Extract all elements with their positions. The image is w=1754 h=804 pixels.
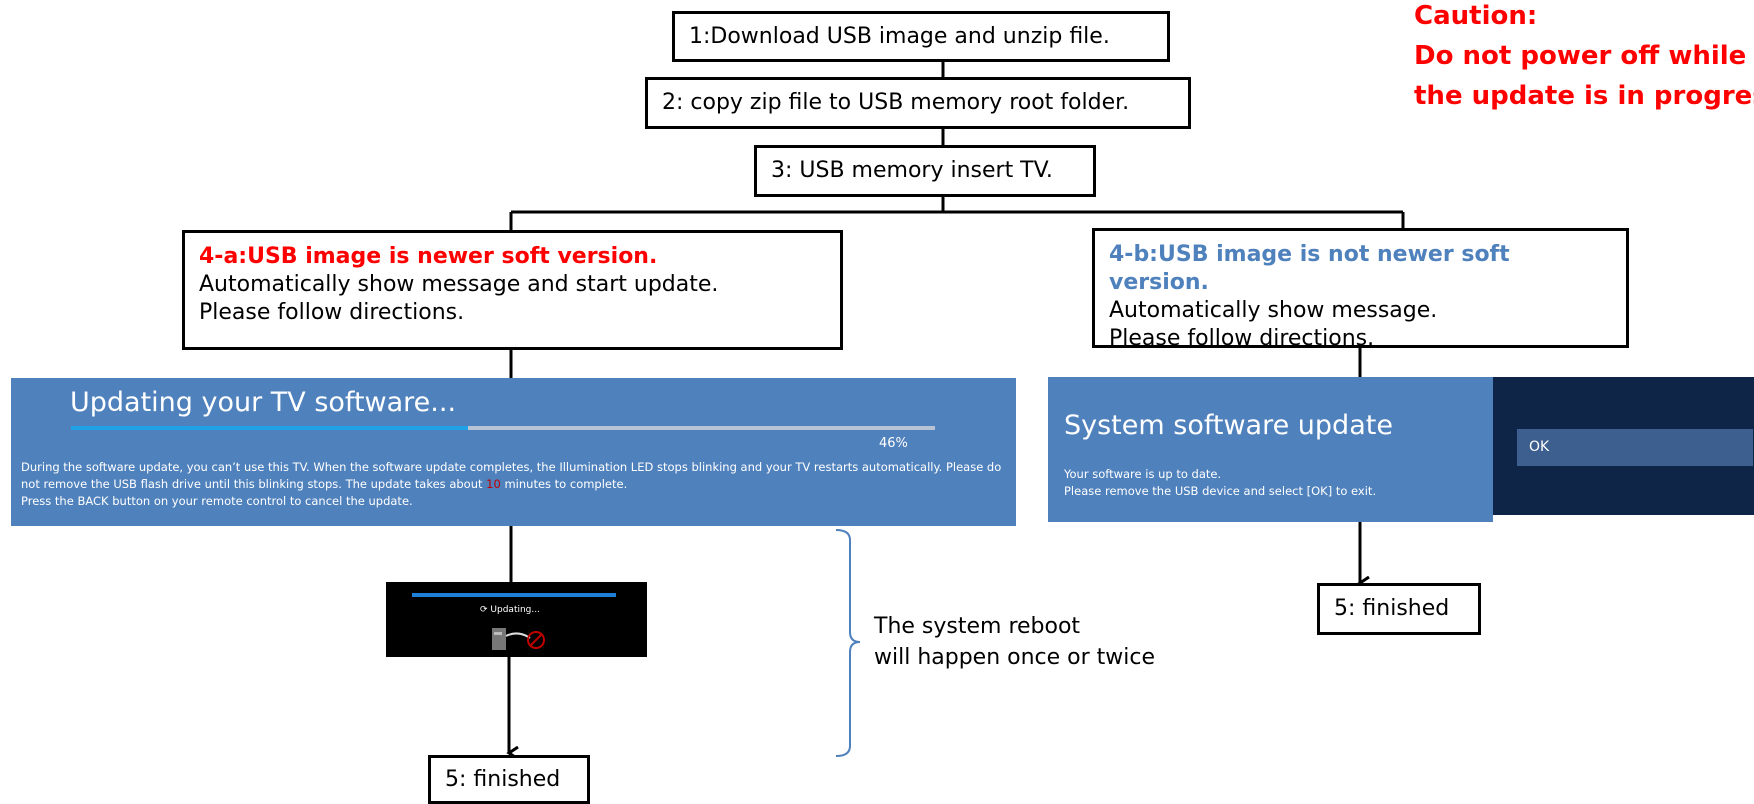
ok-button[interactable]: OK [1517, 429, 1753, 466]
branch-4b-line: Please follow directions. [1109, 326, 1375, 351]
system-update-side-panel: OK [1493, 377, 1754, 515]
system-update-message: Your software is up to date. Please remo… [1064, 466, 1376, 500]
tv-update-screen: Updating your TV software... 46% During … [11, 378, 1016, 526]
minutes-highlight: 10 [486, 477, 501, 491]
mini-progress-bar [412, 593, 616, 597]
desc-text: minutes to complete. [500, 477, 628, 491]
finished-left-box: 5: finished [428, 755, 590, 804]
finished-right-box: 5: finished [1317, 583, 1481, 635]
tv-update-description: During the software update, you can’t us… [21, 459, 1011, 510]
finished-right-label: 5: finished [1334, 596, 1450, 621]
tv-update-title: Updating your TV software... [70, 387, 457, 418]
desc-line: During the software update, you can’t us… [21, 460, 1002, 474]
reboot-bracket [835, 529, 861, 757]
caution-line: Do not power off while [1414, 41, 1747, 71]
mini-status: ⟳ Updating... [480, 604, 540, 616]
refresh-icon: ⟳ [480, 605, 488, 615]
step-1-box: 1:Download USB image and unzip file. [672, 11, 1170, 62]
usb-device-icon [492, 628, 545, 650]
branch-4a-title: 4-a:USB image is newer soft version. [199, 244, 658, 269]
step-3-label: 3: USB memory insert TV. [771, 158, 1053, 183]
mini-updating-screen: ⟳ Updating... [386, 582, 647, 657]
caution-note: Caution: Do not power off while the upda… [1414, 0, 1754, 116]
branch-4a-line: Automatically show message and start upd… [199, 272, 719, 297]
branch-4a-box: 4-a:USB image is newer soft version. Aut… [182, 230, 843, 350]
system-message-line: Please remove the USB device and select … [1064, 484, 1377, 498]
reboot-note-line: The system reboot [874, 614, 1081, 639]
desc-text: not remove the USB flash drive until thi… [21, 477, 487, 491]
finished-left-label: 5: finished [445, 766, 561, 792]
reboot-note-line: will happen once or twice [874, 645, 1156, 670]
step-1-label: 1:Download USB image and unzip file. [689, 23, 1110, 49]
branch-4b-title: 4-b:USB image is not newer soft version. [1109, 242, 1510, 295]
step-2-box: 2: copy zip file to USB memory root fold… [645, 77, 1191, 129]
progress-fill [71, 426, 469, 430]
progress-track [71, 426, 935, 430]
branch-4b-box: 4-b:USB image is not newer soft version.… [1092, 228, 1629, 351]
progress-percent: 46% [879, 436, 908, 451]
reboot-note: The system reboot will happen once or tw… [874, 611, 1155, 673]
branch-4b-line: Automatically show message. [1109, 298, 1438, 323]
caution-line: the update is in progress. [1414, 81, 1754, 111]
desc-line: not remove the USB flash drive until thi… [21, 476, 1011, 493]
desc-line: Press the BACK button on your remote con… [21, 494, 413, 508]
step-2-label: 2: copy zip file to USB memory root fold… [662, 90, 1130, 115]
caution-heading: Caution: [1414, 1, 1538, 31]
branch-4a-line: Please follow directions. [199, 300, 465, 325]
mini-status-label: Updating... [490, 605, 540, 615]
system-update-title: System software update [1064, 410, 1393, 441]
system-message-line: Your software is up to date. [1064, 467, 1222, 481]
system-update-screen: System software update Your software is … [1048, 377, 1493, 522]
step-3-box: 3: USB memory insert TV. [754, 145, 1096, 197]
